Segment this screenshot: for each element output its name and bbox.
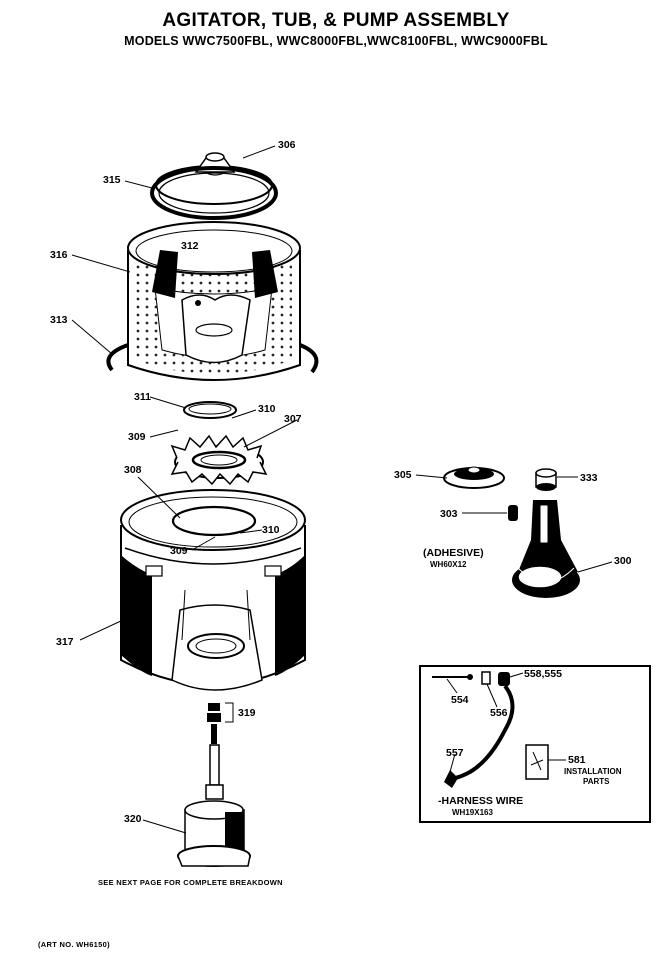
ring-315: [150, 166, 278, 220]
callout-313: 313: [50, 314, 68, 326]
wash-basket-316: [127, 221, 301, 381]
adhesive-part-number: WH60X12: [430, 560, 467, 569]
spanner-nut-307: [170, 434, 268, 486]
callout-311: 311: [134, 391, 151, 403]
art-number: (ART NO. WH6150): [38, 940, 110, 949]
cap-333: [535, 468, 557, 491]
callout-557: 557: [446, 747, 464, 759]
outer-tub-317: [120, 489, 306, 691]
agitator-base-300: [512, 500, 580, 598]
callout-309-upper: 309: [128, 431, 146, 443]
callout-310-lower: 310: [262, 524, 280, 536]
harness-wire-label: -HARNESS WIRE: [438, 795, 523, 807]
snubber-ring-313: [106, 343, 319, 374]
callout-554: 554: [451, 694, 469, 706]
callout-305: 305: [394, 469, 412, 481]
callout-581: 581: [568, 754, 586, 766]
callout-320: 320: [124, 813, 142, 825]
cam-305: [443, 466, 505, 489]
seal-311: [183, 401, 237, 419]
callout-315: 315: [103, 174, 121, 186]
callout-558-555: 558,555: [524, 668, 562, 680]
callout-333: 333: [580, 472, 598, 484]
callout-319: 319: [238, 707, 256, 719]
callout-306: 306: [278, 139, 296, 151]
callout-308: 308: [124, 464, 142, 476]
harness-wire-part-number: WH19X163: [452, 808, 493, 817]
installation-label-line2: PARTS: [583, 777, 610, 786]
callout-309-lower: 309: [170, 545, 188, 557]
adhesive-label: (ADHESIVE): [423, 547, 484, 559]
pump-coupling-319: [207, 703, 221, 744]
breakdown-note: SEE NEXT PAGE FOR COMPLETE BREAKDOWN: [98, 878, 283, 887]
clip-303: [508, 505, 518, 521]
pump-320: [177, 744, 251, 867]
agitator-cap-306: [155, 152, 273, 205]
callout-310-upper: 310: [258, 403, 276, 415]
callout-556: 556: [490, 707, 508, 719]
callout-316: 316: [50, 249, 68, 261]
installation-label-line1: INSTALLATION: [564, 767, 622, 776]
leader-lines: [71, 145, 613, 834]
installation-parts-box: [419, 665, 651, 823]
callout-307: 307: [284, 413, 302, 425]
callout-317: 317: [56, 636, 74, 648]
callout-300: 300: [614, 555, 632, 567]
models-subtitle: MODELS WWC7500FBL, WWC8000FBL,WWC8100FBL…: [124, 34, 548, 48]
callout-312: 312: [181, 240, 199, 252]
callout-303: 303: [440, 508, 458, 520]
page-title: AGITATOR, TUB, & PUMP ASSEMBLY: [162, 10, 510, 31]
